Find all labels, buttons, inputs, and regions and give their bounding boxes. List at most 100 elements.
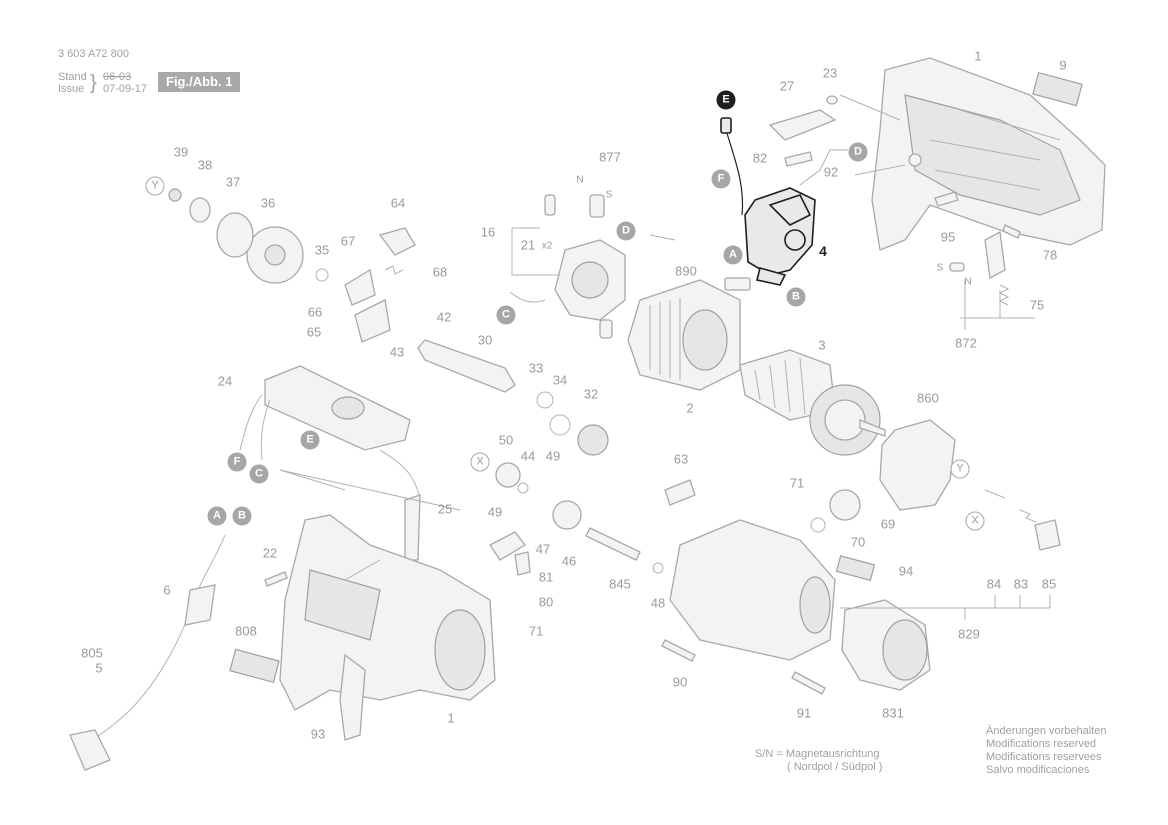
marker-e-lower: E <box>300 430 320 450</box>
marker-a-lower: A <box>207 506 227 526</box>
chuck <box>841 599 931 691</box>
marker-d-mid: D <box>616 221 636 241</box>
label-n-right: N <box>964 276 972 288</box>
label-plate-9 <box>1032 71 1083 107</box>
marker-f-lower: F <box>227 452 247 472</box>
part-number-75: 75 <box>1029 297 1045 313</box>
sn-note-line1: S/N = Magnetausrichtung <box>755 748 880 760</box>
part-number-36: 36 <box>260 195 276 211</box>
modifications-fr: Modifications reservees <box>986 751 1102 763</box>
brace-symbol: } <box>90 72 97 94</box>
part-number-808: 808 <box>235 623 257 639</box>
part-number-872: 872 <box>955 335 977 351</box>
part-number-39: 39 <box>173 144 189 160</box>
label-n-left: N <box>576 174 584 186</box>
part-number-805: 805 <box>81 645 103 661</box>
part-number-83: 83 <box>1013 576 1029 592</box>
part-number-68: 68 <box>432 264 448 280</box>
part-number-21: 21 <box>520 237 536 253</box>
part-27 <box>768 109 837 141</box>
part-number-34: 34 <box>552 372 568 388</box>
part-number-71-right: 71 <box>789 475 805 491</box>
switch-cover <box>239 365 421 561</box>
issue-label: Issue <box>58 83 85 95</box>
part-number-81: 81 <box>538 569 554 585</box>
part-number-3: 3 <box>818 337 826 353</box>
label-plate-808 <box>229 648 280 684</box>
part-number-831: 831 <box>882 705 904 721</box>
part-number-66: 66 <box>307 304 323 320</box>
marker-a-top: A <box>723 245 743 265</box>
marker-y-right: Y <box>950 459 970 479</box>
sn-note-line2: ( Nordpol / Südpol ) <box>787 761 883 773</box>
part-number-32: 32 <box>583 386 599 402</box>
part-number-82: 82 <box>752 150 768 166</box>
part-number-829: 829 <box>958 626 980 642</box>
part-number-5: 5 <box>95 660 103 676</box>
part-number-95: 95 <box>940 229 956 245</box>
part-number-48: 48 <box>650 595 666 611</box>
date-new: 07-09-17 <box>103 83 148 95</box>
part-number-6: 6 <box>163 582 171 598</box>
part-number-50: 50 <box>498 432 514 448</box>
part-number-65: 65 <box>306 324 322 340</box>
part-number-93: 93 <box>310 726 326 742</box>
field-coil <box>627 279 741 391</box>
part-number-38: 38 <box>197 157 213 173</box>
part-number-1-lower: 1 <box>447 710 455 726</box>
part-number-845: 845 <box>609 576 631 592</box>
modifications-en: Modifications reserved <box>986 738 1097 750</box>
part-number-49-top: 49 <box>545 448 561 464</box>
part-number-24: 24 <box>217 373 233 389</box>
part-number-890: 890 <box>675 263 697 279</box>
part-number-860: 860 <box>917 390 939 406</box>
part-number-91: 91 <box>796 705 812 721</box>
part-number-63: 63 <box>673 451 689 467</box>
label-s-right: S <box>936 262 944 274</box>
figure-label: Fig./Abb. 1 <box>158 72 241 92</box>
part-number-23: 23 <box>822 65 838 81</box>
marker-b-top: B <box>786 287 806 307</box>
brush-holder <box>509 194 751 339</box>
handle-housing <box>279 514 496 741</box>
marker-f-top: F <box>711 169 731 189</box>
part-number-2: 2 <box>686 400 694 416</box>
marker-c-mid: C <box>496 305 516 325</box>
marker-b-lower: B <box>232 506 252 526</box>
part-number-49-bottom: 49 <box>487 504 503 520</box>
part-number-67: 67 <box>340 233 356 249</box>
part-number-25: 25 <box>437 501 453 517</box>
marker-e-dark: E <box>716 90 736 110</box>
marker-x-left: X <box>470 452 490 472</box>
part-number-44: 44 <box>520 448 536 464</box>
marker-d-top: D <box>848 142 868 162</box>
marker-x-right: X <box>965 511 985 531</box>
part-number-37: 37 <box>225 174 241 190</box>
part-number-47: 47 <box>535 541 551 557</box>
armature <box>739 349 886 456</box>
part-number-71-left: 71 <box>528 623 544 639</box>
marker-y-left: Y <box>145 176 165 196</box>
part-number-85: 85 <box>1041 576 1057 592</box>
part-number-1: 1 <box>974 48 982 64</box>
part-number-90: 90 <box>672 674 688 690</box>
modifications-es: Salvo modificaciones <box>986 764 1090 776</box>
part-number-70: 70 <box>850 534 866 550</box>
part-number-94: 94 <box>898 563 914 579</box>
document-number: 3 603 A72 800 <box>58 48 129 60</box>
housing-upper-part <box>871 57 1106 251</box>
part-number-43: 43 <box>389 344 405 360</box>
part-number-78: 78 <box>1042 247 1058 263</box>
switch-assembly <box>720 117 816 286</box>
part-number-35: 35 <box>314 242 330 258</box>
part-number-27: 27 <box>779 78 795 94</box>
label-s-left: S <box>605 189 613 201</box>
spindle <box>417 339 516 393</box>
marker-c-lower: C <box>249 464 269 484</box>
part-number-22: 22 <box>262 545 278 561</box>
date-old: 06-03 <box>103 71 132 83</box>
part-number-64: 64 <box>390 195 406 211</box>
gear-housing-front <box>669 519 836 661</box>
part-number-30: 30 <box>477 332 493 348</box>
part-number-80: 80 <box>538 594 554 610</box>
